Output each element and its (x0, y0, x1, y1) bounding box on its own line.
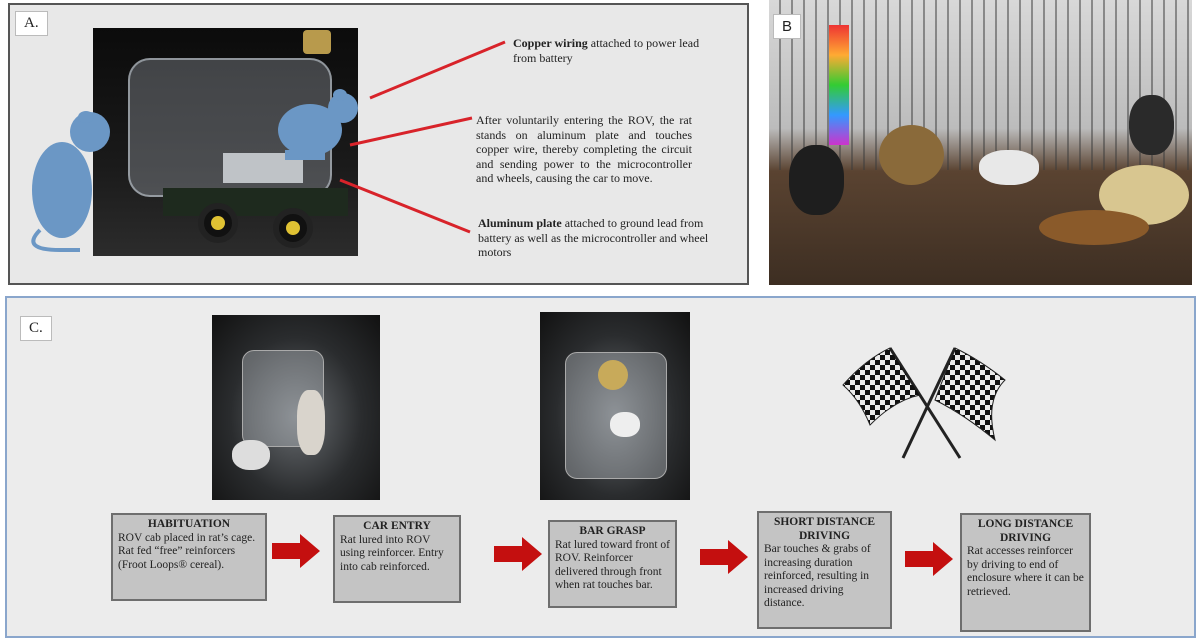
step-title: BAR GRASP (579, 525, 646, 537)
copper-wiring-note: Copper wiring attached to power lead fro… (513, 36, 703, 65)
bar-grasp-photo (540, 312, 690, 500)
step-title: SHORT DISTANCE DRIVING (773, 516, 876, 542)
panel-c-label: C. (20, 316, 52, 341)
arrow-right-icon (905, 542, 953, 576)
step-body: Rat lured into ROV using reinforcer. Ent… (340, 533, 444, 573)
step-title: HABITUATION (147, 518, 231, 530)
panel-b-label: B (773, 14, 802, 39)
rat-silhouette-icon (31, 111, 110, 252)
step-title: CAR ENTRY (363, 520, 431, 532)
arrow-right-icon (700, 540, 748, 574)
rat-in-cab-icon (278, 89, 358, 160)
step-title: LONG DISTANCE DRIVING (977, 518, 1074, 544)
step-body: Rat lured toward front of ROV. Reinforce… (555, 538, 670, 592)
panel-a-label: A. (15, 11, 48, 36)
car-entry-photo (212, 315, 380, 500)
step-body: Rat accesses reinforcer by driving to en… (967, 545, 1084, 598)
coin-holder (303, 30, 331, 54)
copper-wiring-label: Copper wiring (513, 36, 588, 50)
chassis (163, 188, 348, 216)
copper-wiring-text: attached to power lead from battery (513, 36, 700, 65)
circuit-note: After voluntarily entering the ROV, the … (476, 113, 692, 185)
checkered-flags-icon (842, 347, 1006, 459)
arrow-right-icon (272, 534, 320, 568)
aluminum-plate-note: Aluminum plate attached to ground lead f… (478, 216, 728, 260)
pointer-lines (339, 40, 506, 234)
aluminum-plate-label: Aluminum plate (478, 216, 562, 230)
aluminum-plate-text: attached to ground lead from battery as … (478, 216, 709, 259)
cage-photo (769, 0, 1192, 285)
step-body: ROV cab placed in rat’s cage. Rat fed “f… (118, 531, 256, 571)
panel-a-overlay (31, 40, 506, 252)
step-body: Bar touches & grabs of increasing durati… (764, 543, 871, 609)
arrow-right-icon (494, 537, 542, 571)
